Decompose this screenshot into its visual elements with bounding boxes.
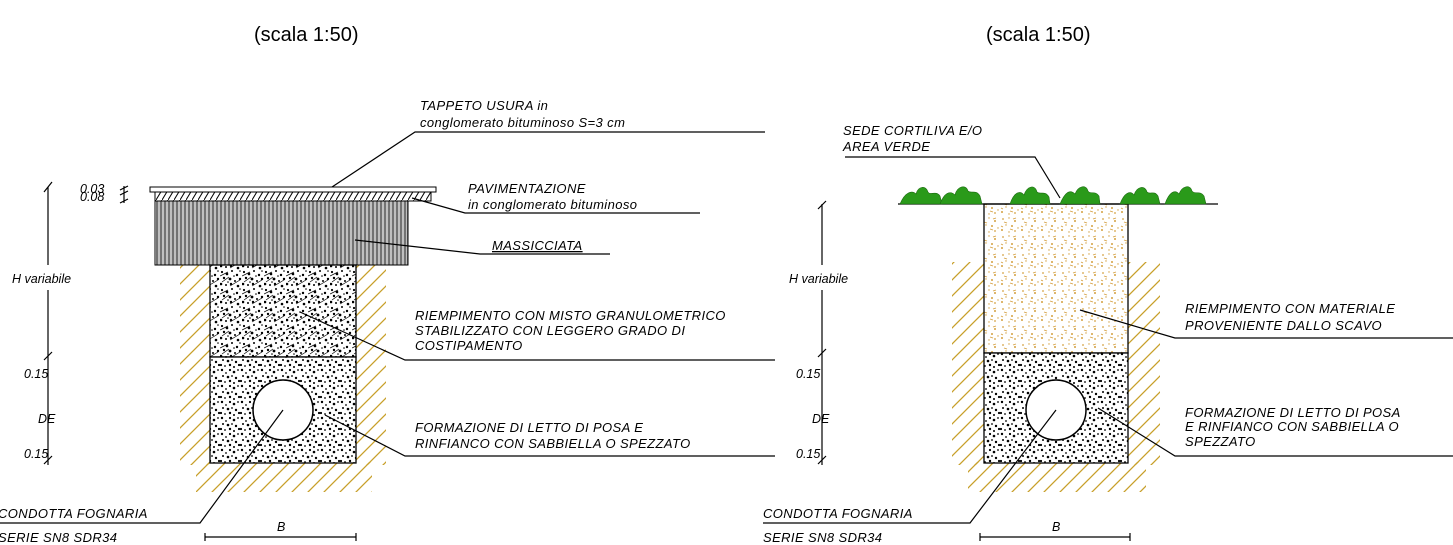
- left-letto-label: FORMAZIONE DI LETTO DI POSA E RINFIANCO …: [415, 420, 691, 451]
- left-dim-015-top: 0.15: [24, 367, 48, 381]
- leader-left-riempimento: [299, 311, 775, 361]
- leader-right-riempimento: [1079, 309, 1453, 339]
- leader-tappeto: [331, 131, 765, 188]
- right-soil-hatch-right: [1128, 262, 1160, 465]
- left-dim-ticks: [43, 181, 53, 465]
- pavimentazione-layer: [154, 191, 432, 202]
- left-scale-label: (scala 1:50): [254, 24, 359, 46]
- leader-left-condotta: [0, 409, 284, 524]
- grass-icon: [899, 186, 1207, 205]
- right-soil-hatch-bottom: [968, 462, 1146, 492]
- left-dim-008: 0.08: [80, 190, 104, 204]
- leader-sede: [845, 156, 1061, 199]
- left-condotta-label: CONDOTTA FOGNARIA SERIE SN8 SDR34: [0, 506, 151, 545]
- right-dim-h: H variabile: [789, 272, 848, 286]
- leader-right-condotta: [763, 409, 1057, 524]
- left-section: (scala 1:50) H variabile 0.15 DE 0.15 0.…: [0, 24, 775, 545]
- right-dim-de: DE: [812, 412, 830, 426]
- right-riempimento-fill: [983, 203, 1129, 354]
- left-dim-b: B: [277, 520, 285, 534]
- right-section: (scala 1:50) H variabile 0.15 DE 0.15: [763, 24, 1453, 545]
- right-dim-015-bottom: 0.15: [796, 447, 820, 461]
- left-tappeto-label: TAPPETO USURA in conglomerato bituminoso…: [420, 98, 625, 130]
- left-soil-hatch-right: [356, 265, 386, 465]
- left-dim-layer-ticks: [119, 185, 129, 204]
- right-dim-ticks: [817, 200, 827, 465]
- leader-right-letto: [1097, 407, 1453, 457]
- right-dim-015-top: 0.15: [796, 367, 820, 381]
- right-riempimento-label: RIEMPIMENTO CON MATERIALE PROVENIENTE DA…: [1185, 301, 1399, 333]
- tappeto-usura-layer: [149, 186, 437, 193]
- right-dim-b-ends: [979, 533, 1131, 541]
- leader-left-letto: [324, 414, 775, 457]
- left-dim-de: DE: [38, 412, 56, 426]
- right-soil-hatch-left: [952, 262, 984, 465]
- left-dim-003: 0.03: [80, 182, 104, 196]
- left-dim-h: H variabile: [12, 272, 71, 286]
- left-pavimentazione-label: PAVIMENTAZIONE in conglomerato bituminos…: [468, 181, 637, 212]
- left-soil-hatch-left: [180, 265, 210, 465]
- left-dim-b-ends: [204, 533, 357, 541]
- right-condotta-label: CONDOTTA FOGNARIA SERIE SN8 SDR34: [763, 506, 916, 545]
- right-scale-label: (scala 1:50): [986, 24, 1091, 46]
- left-riempimento-label: RIEMPIMENTO CON MISTO GRANULOMETRICO STA…: [415, 308, 730, 353]
- left-riempimento-fill: [209, 264, 357, 358]
- leader-pavimentazione: [411, 197, 700, 214]
- left-dim-015-bottom: 0.15: [24, 447, 48, 461]
- left-soil-hatch-bottom: [196, 462, 372, 492]
- right-dim-b: B: [1052, 520, 1060, 534]
- leader-massicciata: [354, 239, 610, 255]
- massicciata-layer: [154, 200, 409, 266]
- left-massicciata-label: MASSICCIATA: [492, 238, 583, 253]
- right-sede-label: SEDE CORTILIVA E/O AREA VERDE: [842, 123, 986, 154]
- right-letto-label: FORMAZIONE DI LETTO DI POSA E RINFIANCO …: [1185, 405, 1404, 449]
